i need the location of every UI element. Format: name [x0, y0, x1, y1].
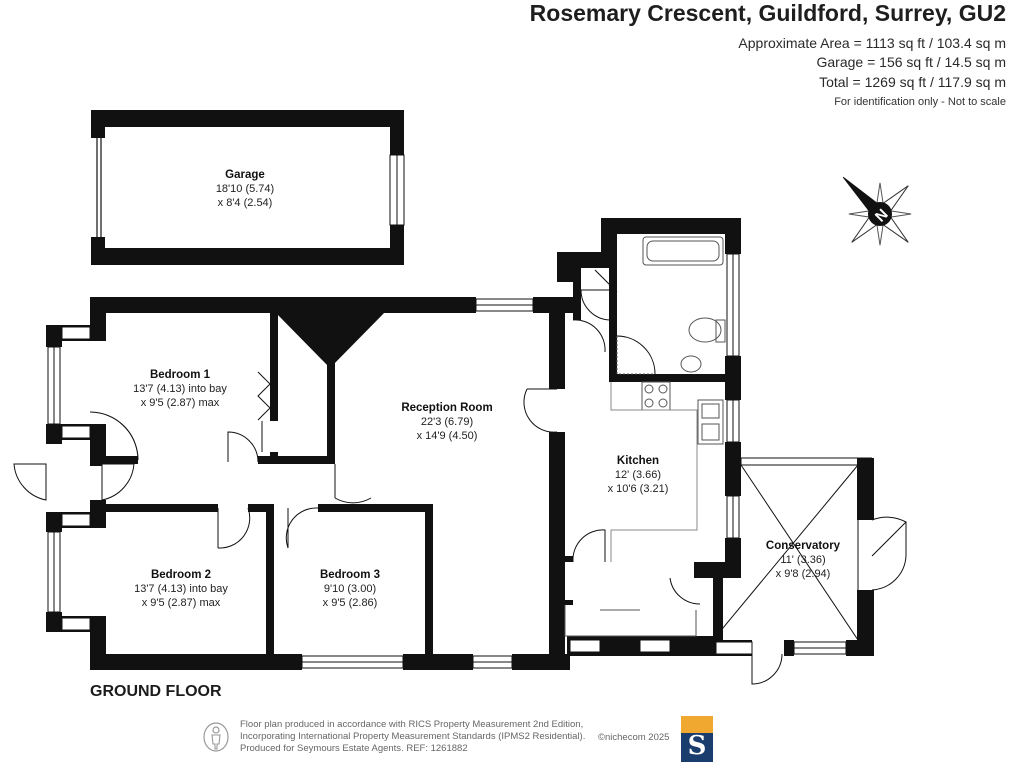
- approximate-area: Approximate Area = 1113 sq ft / 103.4 sq…: [738, 35, 1006, 51]
- reception-dim2: x 14'9 (4.50): [417, 430, 478, 442]
- fixtures: [610, 236, 726, 562]
- lobby-outline: [564, 605, 697, 637]
- garage-dim1: 18'10 (5.74): [216, 183, 274, 195]
- bedroom3-dim2: x 9'5 (2.86): [323, 597, 378, 609]
- outer-walls: [46, 218, 741, 670]
- bedroom3-name: Bedroom 3: [320, 569, 380, 581]
- doors: [13, 269, 656, 563]
- footer-line2: Incorporating International Property Mea…: [240, 731, 586, 742]
- basin-icon: [680, 355, 702, 373]
- footer-line1: Floor plan produced in accordance with R…: [240, 719, 584, 730]
- bedroom1-dim1: 13'7 (4.13) into bay: [133, 383, 227, 395]
- reception-name: Reception Room: [401, 402, 492, 414]
- garage-door: [96, 138, 102, 237]
- garage-area: Garage = 156 sq ft / 14.5 sq m: [816, 54, 1007, 70]
- chimney-breast: [274, 311, 386, 368]
- garage-dim2: x 8'4 (2.54): [218, 197, 273, 209]
- kitchen-dim1: 12' (3.66): [615, 469, 661, 481]
- logo-top-band: [681, 716, 713, 733]
- conservatory-windows: [569, 520, 871, 655]
- agent-logo: S: [681, 716, 713, 762]
- windows: [47, 253, 740, 669]
- bedroom3-dim1: 9'10 (3.00): [324, 583, 376, 595]
- garage-window: [389, 154, 405, 226]
- garage-name: Garage: [225, 169, 265, 181]
- scale-disclaimer: For identification only - Not to scale: [834, 96, 1006, 108]
- bedroom1-name: Bedroom 1: [150, 369, 211, 381]
- conservatory-dim2: x 9'8 (2.94): [776, 568, 831, 580]
- compass-icon: [842, 176, 912, 246]
- reception-dim1: 22'3 (6.79): [421, 416, 473, 428]
- logo-letter: S: [687, 731, 707, 761]
- bedroom2-dim2: x 9'5 (2.87) max: [142, 597, 221, 609]
- floor-label: GROUND FLOOR: [90, 683, 222, 700]
- toilet-icon: [688, 317, 722, 343]
- bedroom2-name: Bedroom 2: [151, 569, 211, 581]
- footer-line3: Produced for Seymours Estate Agents. REF…: [240, 743, 468, 754]
- bedroom1-dim2: x 9'5 (2.87) max: [141, 397, 220, 409]
- conservatory-dim1: 11' (3.36): [780, 554, 825, 566]
- bedroom2-dim1: 13'7 (4.13) into bay: [134, 583, 228, 595]
- total-area: Total = 1269 sq ft / 117.9 sq m: [819, 74, 1006, 90]
- person-icon: [203, 722, 229, 752]
- kitchen-dim2: x 10'6 (3.21): [608, 483, 669, 495]
- garage-walls: [91, 110, 404, 265]
- footer-text: Floor plan produced in accordance with R…: [240, 719, 585, 755]
- property-title: Rosemary Crescent, Guildford, Surrey, GU…: [529, 0, 1006, 26]
- conservatory-structure: [669, 457, 907, 685]
- bath-icon: [642, 236, 724, 266]
- kitchen-name: Kitchen: [617, 455, 659, 467]
- sink-icon: [697, 399, 724, 445]
- conservatory-name: Conservatory: [766, 540, 841, 552]
- copyright: ©nichecom 2025: [598, 732, 670, 743]
